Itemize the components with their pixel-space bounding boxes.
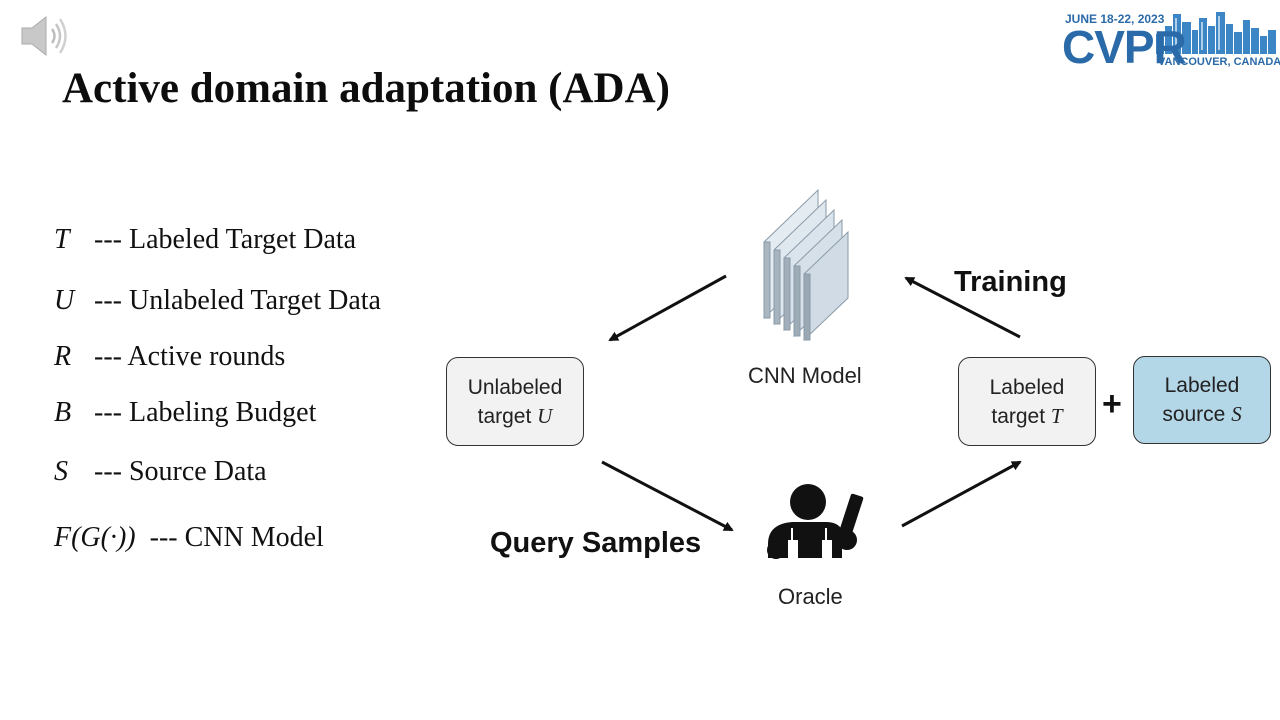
definition-item: U --- Unlabeled Target Data — [54, 285, 381, 317]
definition-symbol: U — [54, 285, 75, 316]
definition-item: B --- Labeling Budget — [54, 397, 316, 429]
definition-symbol: R — [54, 341, 72, 372]
definition-item: T --- Labeled Target Data — [54, 224, 356, 256]
labeled-target-box: Labeled target T — [958, 357, 1096, 446]
definition-symbol: F(G(·)) — [54, 522, 136, 553]
conference-name: CVPR — [1062, 21, 1187, 73]
box-line-2: target T — [990, 402, 1065, 431]
cvpr-logo: JUNE 18-22, 2023 CVPR VANCOUVER, CANADA — [1062, 8, 1280, 73]
arrow-unlabeled-to-oracle — [601, 460, 734, 532]
definition-text: --- Labeled Target Data — [94, 224, 357, 255]
box-line-1: Labeled — [989, 375, 1065, 399]
definition-text: --- Unlabeled Target Data — [94, 285, 381, 316]
box-line-1: Unlabeled — [467, 375, 563, 399]
labeled-source-box: Labeled source S — [1133, 356, 1271, 444]
plus-sign: + — [1102, 385, 1122, 423]
page-title: Active domain adaptation (ADA) — [62, 65, 670, 112]
box-line-1: Labeled — [1164, 374, 1240, 397]
unlabeled-target-box: Unlabeled target U — [446, 357, 584, 446]
oracle-label: Oracle — [778, 584, 843, 609]
definition-symbol: T — [54, 224, 70, 255]
box-line-2-text: target — [477, 404, 538, 428]
vancouver-skyline-icon — [1156, 12, 1276, 54]
training-label: Training — [954, 266, 1067, 298]
definition-text: --- CNN Model — [149, 522, 324, 553]
box-line-2-text: target — [991, 404, 1051, 428]
definition-text: --- Source Data — [94, 456, 267, 487]
arrow-oracle-to-labeled — [901, 460, 1022, 528]
box-line-2-text: source — [1162, 403, 1232, 426]
definition-text: --- Active rounds — [94, 341, 286, 372]
definition-symbol: S — [54, 456, 68, 487]
definition-item: F(G(·)) --- CNN Model — [54, 522, 324, 554]
arrow-cnn-to-unlabeled — [608, 274, 727, 342]
box-line-2: target U — [468, 402, 563, 431]
definition-text: --- Labeling Budget — [94, 397, 317, 428]
definition-item: S --- Source Data — [54, 456, 267, 488]
box-variable: U — [537, 403, 553, 428]
oracle-person-icon — [767, 484, 864, 559]
box-line-2: source S — [1162, 400, 1241, 429]
conference-location: VANCOUVER, CANADA — [1158, 56, 1280, 68]
arrow-labeled-to-cnn — [904, 276, 1021, 339]
definition-symbol: B — [54, 397, 72, 428]
box-variable: S — [1231, 402, 1242, 426]
speaker-icon[interactable] — [18, 12, 72, 60]
conference-date: JUNE 18-22, 2023 — [1065, 12, 1165, 26]
box-variable: T — [1050, 403, 1063, 428]
cnn-layers-icon — [763, 188, 849, 342]
query-samples-label: Query Samples — [490, 527, 702, 559]
definition-item: R --- Active rounds — [54, 341, 285, 373]
cnn-model-label: CNN Model — [748, 363, 862, 388]
